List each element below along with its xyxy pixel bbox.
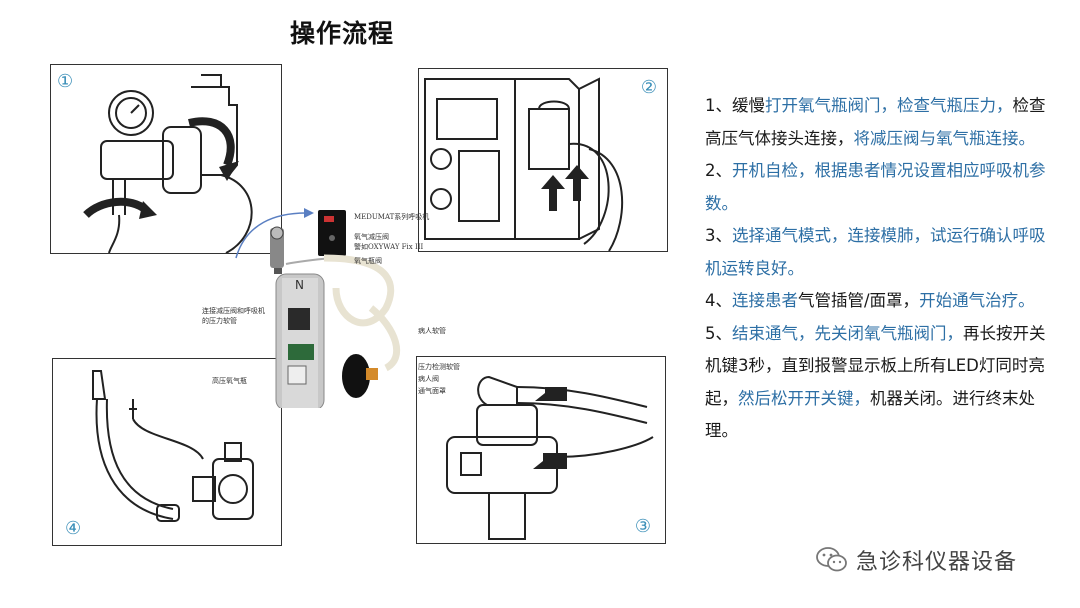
panel-number-2: ②: [640, 77, 657, 98]
step-text-segment: 然后松开开关键，: [738, 388, 870, 408]
step-item: 2、开机自检，根据患者情况设置相应呼吸机参数。: [705, 155, 1055, 220]
label-pressure-tube: 压力检测软管: [418, 363, 460, 371]
step-text-segment: 机器关闭。进行终末处理。: [705, 388, 1035, 441]
step-item: 5、结束通气，先关闭氧气瓶阀门，再长按开关机键3秒，直到报警显示板上所有LED灯…: [705, 318, 1055, 448]
step-text-segment: 5、: [705, 323, 732, 343]
label-mask: 通气面罩: [418, 387, 446, 395]
step-text-segment: 开机自检，根据患者情况设置相应呼吸机参数。: [705, 161, 1046, 213]
step-item: 1、缓慢打开氧气瓶阀门，检查气瓶压力，检查高压气体接头连接，将减压阀与氧气瓶连接…: [705, 90, 1055, 155]
step-4-illustration: ④: [52, 358, 282, 546]
step-text-segment: 2、: [705, 161, 732, 180]
step-text-segment: 连接患者: [732, 291, 798, 310]
step-text-segment: 将减压阀与氧气瓶连接。: [853, 128, 1036, 148]
label-medumat: MEDUMAT系列呼吸机: [354, 213, 430, 221]
label-reducer: 氧气减压阀: [354, 233, 389, 241]
panel-number-3: ③: [634, 516, 651, 537]
step-text-segment: 结束通气，先关闭氧气瓶阀门，: [732, 323, 963, 343]
watermark: 急诊科仪器设备: [816, 540, 1017, 580]
label-reducer-model: 警如OXYWAY Fix III: [354, 243, 424, 251]
label-patient-valve: 病人阀: [418, 375, 439, 383]
watermark-text: 急诊科仪器设备: [856, 550, 1018, 575]
step-text-segment: 打开氧气瓶阀门，检查气瓶压力，: [765, 96, 1013, 115]
label-pressure-hose: 连接减压阀和呼吸机: [202, 307, 265, 315]
wechat-icon: [816, 547, 847, 572]
step-3-illustration: ③: [416, 356, 666, 544]
step-text-segment: 3、: [705, 226, 732, 245]
step-text-segment: 检查高压气体接头连接，: [705, 96, 1046, 148]
step-list: 1、缓慢打开氧气瓶阀门，检查气瓶压力，检查高压气体接头连接，将减压阀与氧气瓶连接…: [705, 90, 1055, 448]
step-text-segment: 气管插管/面罩，: [798, 291, 920, 310]
step-item: 4、连接患者气管插管/面罩，开始通气治疗。: [705, 285, 1055, 318]
step-2-illustration: ②: [418, 68, 668, 252]
page-title: 操作流程: [290, 19, 395, 48]
step-text-segment: 1、缓慢: [705, 96, 765, 115]
step-text-segment: 再长按开关机键3秒，直到报警显示板上所有LED灯同时亮起，: [705, 323, 1046, 408]
panel-number-4: ④: [65, 518, 82, 539]
label-pressure-hose-2: 的压力软管: [202, 317, 237, 325]
step-text-segment: 开始通气治疗。: [919, 291, 1035, 310]
step-1-illustration: ①: [50, 64, 282, 254]
label-cylinder: 高压氧气瓶: [212, 377, 247, 385]
step-item: 3、选择通气模式，连接模肺，试运行确认呼吸机运转良好。: [705, 220, 1055, 285]
cylinder-letter: N: [295, 278, 304, 292]
panel-number-1: ①: [57, 71, 74, 92]
ventilator-assembly-diagram: MEDUMAT系列呼吸机 氧气减压阀 警如OXYWAY Fix III 氧气瓶阀…: [196, 198, 486, 411]
step-text-segment: 选择通气模式，连接模肺，试运行确认呼吸机运转良好。: [705, 226, 1046, 278]
label-cylinder-valve: 氧气瓶阀: [354, 257, 382, 265]
step-text-segment: 4、: [705, 291, 732, 310]
label-patient-tube: 病人软管: [418, 327, 446, 335]
